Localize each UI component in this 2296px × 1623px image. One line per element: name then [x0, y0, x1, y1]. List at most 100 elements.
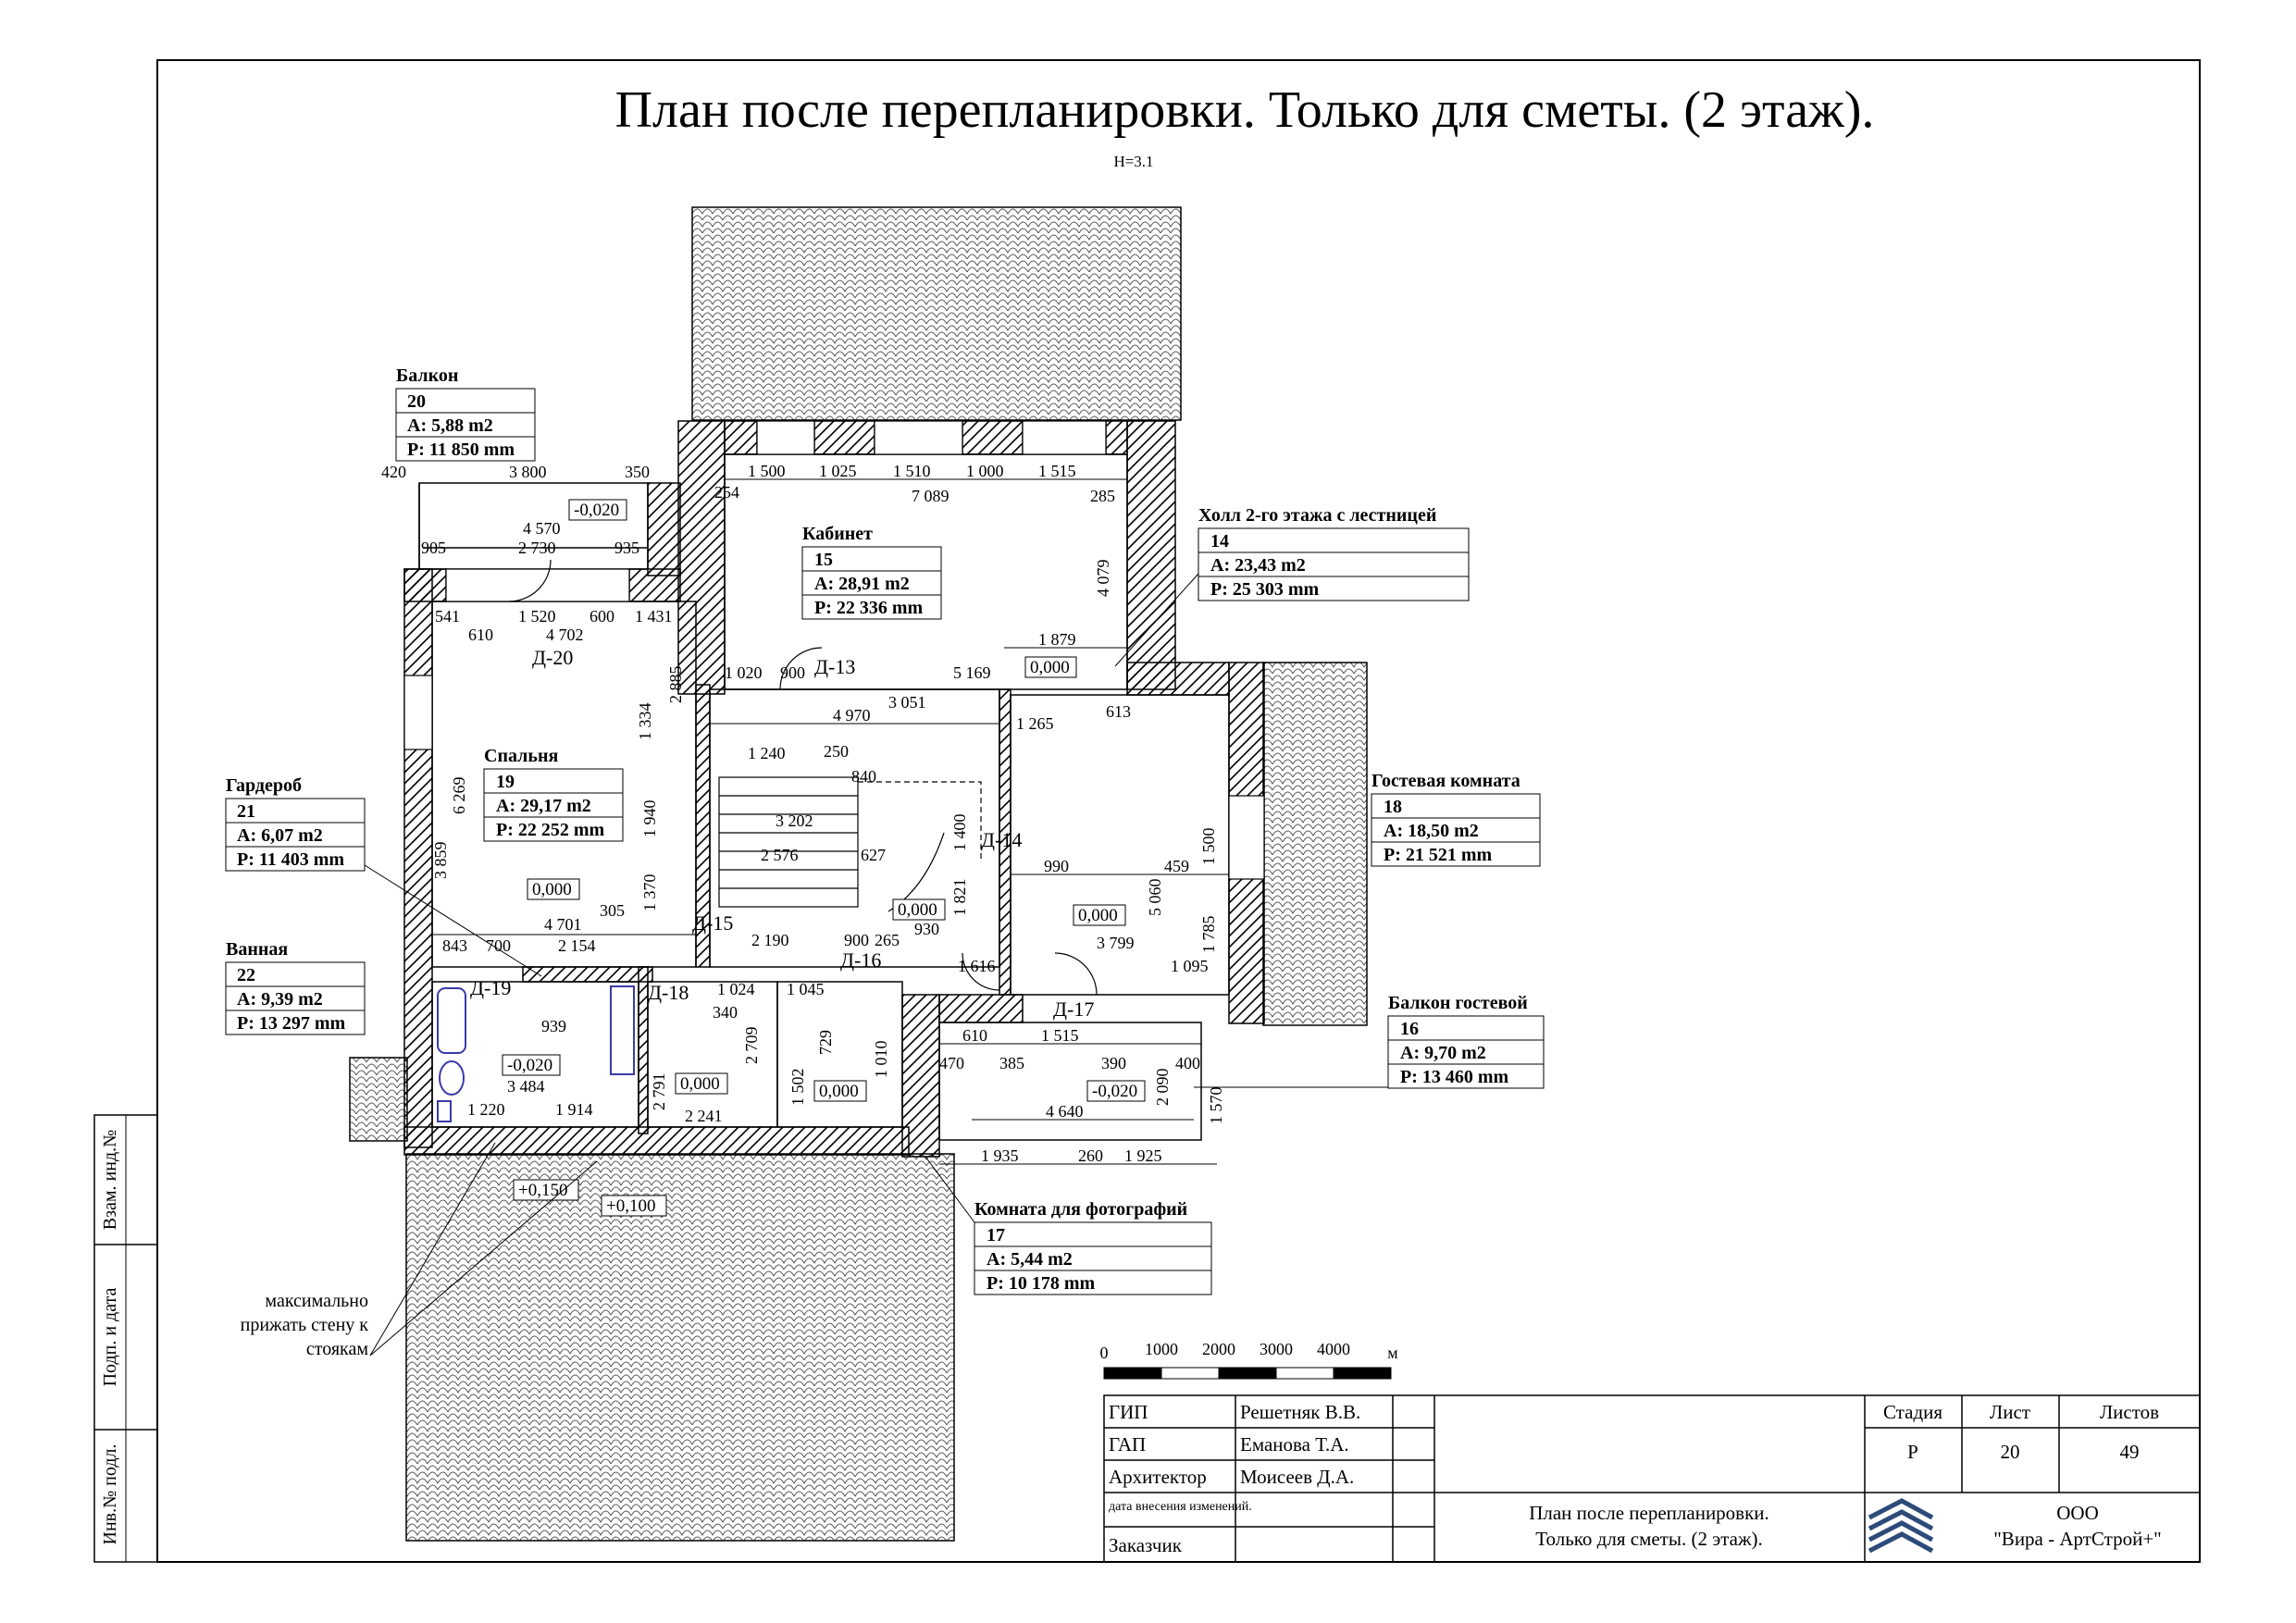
- svg-text:385: 385: [999, 1054, 1024, 1072]
- svg-text:Комната для фотографий: Комната для фотографий: [974, 1199, 1187, 1220]
- room-label-guest-balcony: Балкон гостевой 16 A: 9,70 m2 P: 13 460 …: [1194, 993, 1545, 1089]
- svg-text:Подп. и дата: Подп. и дата: [100, 1287, 120, 1386]
- svg-text:18: 18: [1384, 797, 1402, 817]
- svg-text:1 020: 1 020: [725, 663, 763, 682]
- svg-text:План после перепланировки.: План после перепланировки.: [1529, 1502, 1769, 1524]
- svg-text:Инв.№ подл.: Инв.№ подл.: [100, 1444, 120, 1545]
- svg-text:0,000: 0,000: [819, 1082, 859, 1101]
- svg-text:900: 900: [780, 663, 805, 682]
- svg-text:1 500: 1 500: [1199, 828, 1218, 866]
- svg-text:Еманова Т.А.: Еманова Т.А.: [1240, 1433, 1349, 1456]
- svg-text:3 484: 3 484: [507, 1077, 545, 1096]
- room-label-hall: Холл 2-го этажа с лестницей 14 A: 23,43 …: [1114, 505, 1470, 667]
- svg-text:613: 613: [1106, 702, 1131, 721]
- note-risers: максимально прижать стену к стоякам: [241, 1142, 598, 1359]
- svg-text:260: 260: [1078, 1146, 1103, 1165]
- svg-text:+0,150: +0,150: [518, 1181, 567, 1200]
- svg-text:Д-19: Д-19: [470, 976, 511, 999]
- room-label-bathroom: Ванная 22 A: 9,39 m2 P: 13 297 mm: [225, 939, 366, 1035]
- room-label-guest: Гостевая комната 18 A: 18,50 m2 P: 21 52…: [1371, 771, 1541, 867]
- svg-text:21: 21: [237, 801, 255, 822]
- svg-text:1 500: 1 500: [748, 462, 786, 480]
- svg-text:729: 729: [816, 1030, 835, 1055]
- svg-text:1 045: 1 045: [787, 980, 825, 998]
- svg-text:Стадия: Стадия: [1883, 1401, 1942, 1423]
- svg-text:1 940: 1 940: [640, 800, 659, 838]
- svg-text:2 885: 2 885: [666, 666, 685, 704]
- svg-text:Моисеев Д.А.: Моисеев Д.А.: [1240, 1466, 1354, 1488]
- svg-text:700: 700: [486, 936, 511, 955]
- svg-text:2 154: 2 154: [558, 936, 596, 955]
- svg-text:20: 20: [407, 391, 426, 412]
- svg-text:1 510: 1 510: [893, 462, 931, 480]
- svg-text:прижать стену к: прижать стену к: [241, 1315, 369, 1335]
- room-label-balcony: Балкон 20 A: 5,88 m2 P: 11 850 mm: [395, 365, 536, 462]
- svg-text:1 502: 1 502: [788, 1069, 807, 1107]
- svg-text:P: 21 521 mm: P: 21 521 mm: [1384, 845, 1493, 865]
- svg-text:Гардероб: Гардероб: [226, 775, 302, 796]
- company-logo: [1868, 1495, 1934, 1558]
- svg-text:Гостевая комната: Гостевая комната: [1371, 771, 1520, 791]
- svg-text:A: 18,50 m2: A: 18,50 m2: [1384, 821, 1479, 841]
- svg-text:Д-18: Д-18: [648, 981, 689, 1004]
- svg-text:4 640: 4 640: [1046, 1102, 1084, 1121]
- svg-text:1 520: 1 520: [518, 607, 556, 626]
- svg-text:3 202: 3 202: [776, 812, 813, 830]
- svg-text:Заказчик: Заказчик: [1109, 1534, 1183, 1556]
- svg-text:"Вира - АртСтрой+": "Вира - АртСтрой+": [1993, 1528, 2162, 1550]
- svg-text:1 914: 1 914: [555, 1100, 593, 1119]
- svg-text:1 220: 1 220: [467, 1100, 505, 1119]
- svg-text:990: 990: [1044, 857, 1069, 875]
- svg-text:340: 340: [713, 1003, 738, 1022]
- svg-text:610: 610: [468, 626, 493, 644]
- svg-text:265: 265: [875, 931, 900, 949]
- svg-text:1 935: 1 935: [981, 1146, 1019, 1165]
- svg-text:4 570: 4 570: [523, 519, 561, 538]
- windows: [403, 420, 1265, 880]
- svg-text:P: 11 850 mm: P: 11 850 mm: [407, 440, 515, 460]
- svg-text:7 089: 7 089: [912, 487, 949, 505]
- svg-text:16: 16: [1400, 1019, 1419, 1039]
- svg-text:49: 49: [2120, 1441, 2140, 1463]
- svg-text:Д-15: Д-15: [692, 911, 733, 935]
- svg-text:P: 13 297 mm: P: 13 297 mm: [237, 1013, 346, 1034]
- svg-text:4000: 4000: [1317, 1340, 1350, 1358]
- svg-text:2 241: 2 241: [685, 1107, 723, 1125]
- svg-text:22: 22: [237, 965, 255, 985]
- svg-text:19: 19: [496, 772, 515, 792]
- svg-text:A: 23,43 m2: A: 23,43 m2: [1210, 555, 1306, 576]
- svg-text:P: 13 460 mm: P: 13 460 mm: [1400, 1067, 1509, 1087]
- svg-text:610: 610: [962, 1026, 987, 1045]
- room-label-bedroom: Спальня 19 A: 29,17 m2 P: 22 252 mm: [483, 746, 624, 842]
- svg-text:Листов: Листов: [2100, 1401, 2159, 1423]
- svg-text:P: 22 252 mm: P: 22 252 mm: [496, 820, 605, 840]
- svg-text:Балкон гостевой: Балкон гостевой: [1388, 993, 1528, 1013]
- svg-text:Кабинет: Кабинет: [802, 524, 873, 544]
- svg-text:1 431: 1 431: [635, 607, 673, 626]
- svg-text:A: 9,70 m2: A: 9,70 m2: [1400, 1043, 1486, 1063]
- title-block: [1103, 1394, 2201, 1563]
- title-block-text: ГИП ГАП Архитектор дата внесения изменен…: [1109, 1401, 2162, 1556]
- room-label-wardrobe: Гардероб 21 A: 6,07 m2 P: 11 403 mm: [225, 775, 542, 977]
- svg-text:1 240: 1 240: [748, 744, 786, 762]
- svg-text:-0,020: -0,020: [507, 1056, 552, 1075]
- svg-text:459: 459: [1164, 857, 1189, 875]
- svg-text:17: 17: [987, 1225, 1005, 1245]
- svg-text:Лист: Лист: [1990, 1401, 2030, 1423]
- svg-text:P: 25 303 mm: P: 25 303 mm: [1210, 579, 1320, 600]
- door-swings: [508, 559, 1098, 996]
- svg-text:0,000: 0,000: [680, 1074, 720, 1094]
- level-marks: -0,020 0,000 0,000 0,000 0,000 -0,020 0,…: [502, 499, 1146, 1217]
- svg-text:935: 935: [614, 539, 639, 557]
- svg-text:900: 900: [844, 931, 869, 949]
- height-mark: H=3.1: [1113, 153, 1153, 170]
- svg-text:2 709: 2 709: [742, 1027, 761, 1065]
- svg-text:1 400: 1 400: [950, 814, 969, 852]
- svg-text:A: 28,91 m2: A: 28,91 m2: [814, 574, 910, 594]
- svg-text:905: 905: [421, 539, 446, 557]
- svg-text:A: 5,44 m2: A: 5,44 m2: [987, 1249, 1073, 1270]
- svg-text:P: 10 178 mm: P: 10 178 mm: [987, 1273, 1096, 1294]
- svg-text:6 269: 6 269: [450, 777, 468, 815]
- svg-text:1000: 1000: [1145, 1340, 1178, 1358]
- svg-text:1 265: 1 265: [1016, 714, 1054, 733]
